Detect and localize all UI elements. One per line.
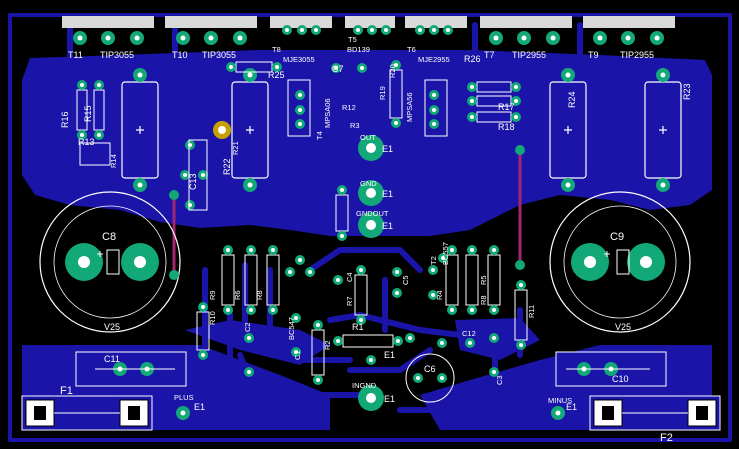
label-c9: C9 [610,231,624,243]
label-c13: C13 [188,173,198,190]
silkscreen-labels: T11 TIP3055 T10 TIP3055 T8 MJE3055 T5 BD… [60,35,692,444]
top-layer-traces [172,150,522,275]
label-t10: T10 [172,50,188,60]
label-mje3055: MJE3055 [283,55,315,64]
label-f1: F1 [60,385,73,397]
label-c7: C7 [332,64,344,74]
label-mje2955: MJE2955 [418,55,450,64]
label-r25: R25 [268,70,285,80]
label-c1: C1 [293,350,302,360]
label-c8: C8 [102,231,116,243]
label-tip2955-1: TIP2955 [512,50,546,60]
label-t9: T9 [588,50,599,60]
label-out: OUT [360,133,376,142]
label-r10: R10 [208,311,217,325]
label-e1-gndout: E1 [382,221,393,231]
label-r26: R26 [464,54,481,64]
label-c9-voltage: V25 [615,322,631,332]
label-bd139: BD139 [347,45,370,54]
cap-c6 [405,353,455,403]
driver-transistors [79,79,448,211]
label-plus: PLUS [174,393,194,402]
label-c2: C2 [243,322,252,332]
label-r13: R13 [78,137,95,147]
label-r8-left: R8 [255,290,264,300]
label-c11: C11 [104,354,120,364]
label-minus: MINUS [548,396,572,405]
label-c5: C5 [401,275,410,285]
label-tip3055-2: TIP3055 [202,50,236,60]
label-t8: T8 [272,45,281,54]
label-r11: R11 [527,305,536,318]
label-t7: T7 [484,50,495,60]
label-t11: T11 [68,50,83,60]
label-t4: T4 [315,131,324,140]
label-t6: T6 [407,45,416,54]
label-r15: R15 [83,105,93,122]
vias [169,121,525,280]
label-r1: R1 [352,322,364,332]
label-r21: R21 [231,141,240,155]
label-gnd: GND [360,179,377,188]
cap-c9 [549,191,691,333]
label-tip2955-2: TIP2955 [620,50,654,60]
label-e1-out: E1 [382,144,393,154]
label-r2: R2 [323,340,332,350]
label-e1-in: E1 [384,350,395,360]
label-mpsa56: MPSA56 [405,92,414,122]
label-r12: R12 [342,103,356,112]
label-t5: T5 [348,35,357,44]
transistor-tabs [62,16,675,28]
label-in-gnd: INGND [352,381,377,390]
label-c10: C10 [612,374,629,384]
label-mpsa06: MPSA06 [323,98,332,128]
label-c4: C4 [345,272,354,282]
label-r17: R17 [498,102,515,112]
label-r23: R23 [682,83,692,100]
label-r4: R4 [435,290,444,300]
label-c8-voltage: V25 [104,322,120,332]
label-e1-minus: E1 [566,402,577,412]
power-resistor-plus [136,126,667,134]
label-c3: C3 [495,375,504,385]
label-c12: C12 [462,329,476,338]
label-f2: F2 [660,432,673,444]
label-r5: R5 [479,275,488,285]
label-e1-plus: E1 [194,402,205,412]
label-r24: R24 [567,91,577,108]
label-r20: R20 [388,64,397,78]
label-r22: R22 [222,158,232,175]
label-r9: R9 [208,290,217,300]
label-t2: T2 [429,256,438,265]
label-r16: R16 [60,111,70,128]
fuse-f2 [589,395,721,431]
label-r3: R3 [350,121,360,130]
label-bc557: BC557 [441,242,450,265]
label-bc547: BC547 [287,317,296,340]
label-r6: R6 [233,290,242,300]
label-e1-gnd: E1 [382,189,393,199]
label-r14: R14 [109,154,118,168]
fuse-f1 [21,395,153,431]
label-tip3055-1: TIP3055 [100,50,134,60]
cap-film [75,351,667,387]
cap-c8 [39,191,181,333]
label-r8: R8 [479,295,488,305]
label-c6: C6 [424,364,436,374]
label-r7: R7 [345,296,354,306]
label-r18: R18 [498,122,515,132]
label-r19: R19 [378,86,387,100]
label-e1-ingnd: E1 [384,394,395,404]
label-gnd-out: GNDOUT [356,209,389,218]
